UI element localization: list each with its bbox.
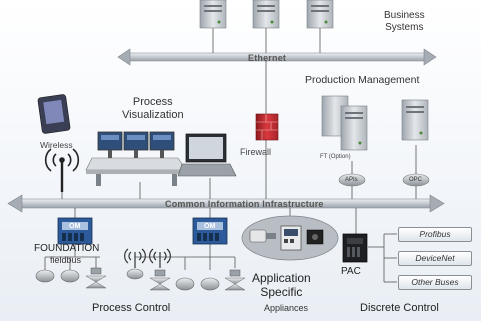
ethernet-bus [117, 48, 437, 66]
ethernet-label: Ethernet [248, 53, 287, 63]
discrete-control-label: Discrete Control [360, 302, 439, 314]
production-server-icon [321, 95, 368, 151]
business-server-icon [199, 0, 227, 29]
appliance-icon [241, 215, 339, 261]
process-control-label: Process Control [92, 302, 171, 314]
om-label: OM [69, 223, 81, 230]
apis-label: APIs [345, 177, 358, 183]
apis-node [338, 173, 366, 187]
ft-option-label: FT (Option) [320, 154, 351, 160]
valve-icon [126, 268, 246, 291]
pac-label: PAC [341, 266, 361, 277]
fieldbus-label: fieldbus [50, 255, 82, 265]
common-information-bus [7, 194, 445, 213]
wireless-antenna-icon [44, 148, 80, 192]
controller-icon [192, 217, 228, 245]
om-label: OM [204, 223, 216, 230]
application-specific-label: Application Specific [252, 271, 311, 299]
foundation-label: FOUNDATION [34, 243, 100, 254]
common-information-label: Common Information Infrastructure [165, 199, 324, 209]
profibus-tag: Profibus [398, 227, 472, 242]
wireless-transmitter-icon [124, 248, 171, 268]
devicenet-tag: DeviceNet [398, 251, 472, 266]
connection-lines [44, 28, 417, 283]
valve-icon [35, 267, 107, 289]
firewall-label: Firewall [240, 147, 272, 157]
opc-label: OPC [409, 177, 423, 183]
wireless-label: Wireless [40, 140, 73, 150]
appliances-label: Appliances [264, 303, 309, 313]
controller-icon [57, 217, 93, 245]
laptop-icon [177, 133, 237, 177]
opc-server-icon [401, 99, 429, 141]
other-buses-tag: Other Buses [398, 275, 472, 290]
firewall-icon [255, 113, 279, 141]
business-server-icon [252, 0, 280, 29]
process-visualization-label: Process Visualization [122, 96, 184, 121]
production-management-label: Production Management [305, 74, 420, 86]
opc-node [402, 173, 430, 187]
business-systems-label: Business Systems [384, 10, 425, 33]
workstation-icon [85, 131, 187, 186]
pac-icon [342, 233, 368, 263]
business-server-icon [306, 0, 334, 29]
tablet-icon [37, 94, 71, 134]
